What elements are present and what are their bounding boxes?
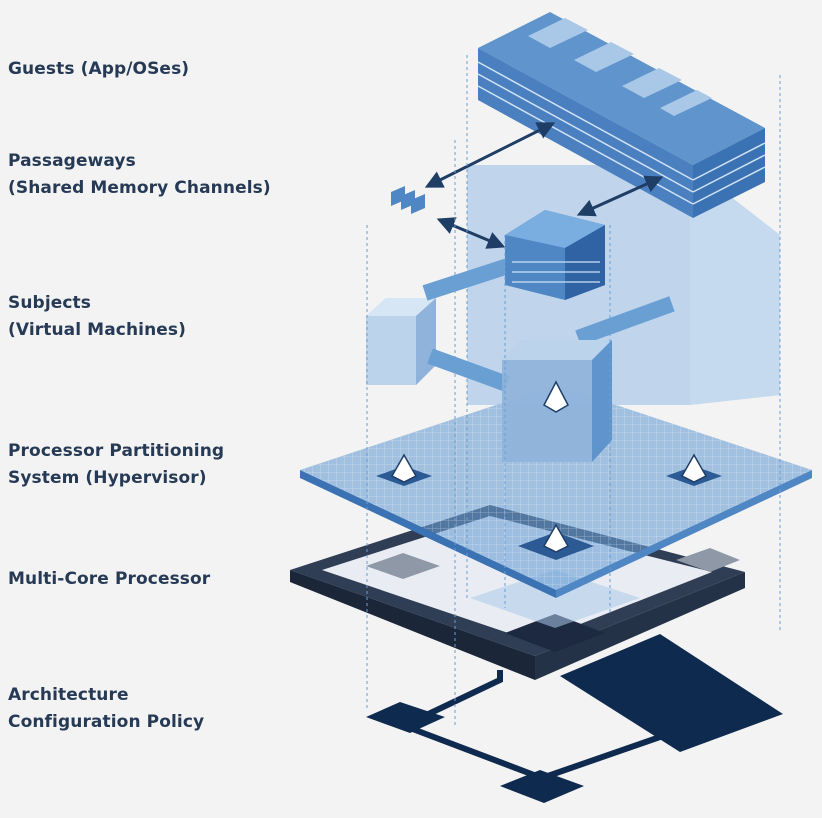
dashed-guides bbox=[366, 55, 781, 725]
layer-labels: Guests (App/OSes) Passageways (Shared Me… bbox=[8, 0, 308, 818]
label-guests: Guests (App/OSes) bbox=[8, 59, 190, 79]
guests-layer bbox=[477, 12, 766, 218]
subjects-layer bbox=[366, 256, 675, 462]
policy-layer bbox=[366, 634, 783, 803]
label-processor: Multi-Core Processor bbox=[8, 569, 211, 589]
passageways-layer bbox=[391, 186, 605, 300]
label-subjects: Subjects (Virtual Machines) bbox=[8, 293, 187, 340]
hypervisor-layer bbox=[300, 385, 812, 598]
connection-arrows bbox=[424, 122, 664, 249]
label-hypervisor: Processor Partitioning System (Hyperviso… bbox=[8, 441, 225, 488]
label-passageways: Passageways (Shared Memory Channels) bbox=[8, 151, 271, 198]
label-policy: Architecture Configuration Policy bbox=[8, 685, 205, 732]
